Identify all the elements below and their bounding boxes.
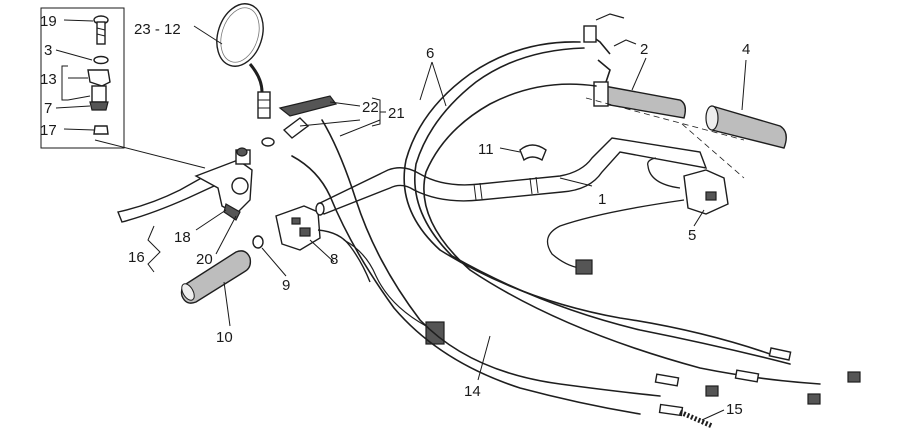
brake-lever-assembly [117,147,253,223]
callout-9: 9 [282,277,290,294]
callout-17: 17 [40,122,57,139]
throttle-sleeve-part [583,13,687,119]
callout-leaders [147,25,747,421]
callout-labels: 1 2 3 4 5 6 7 8 9 10 11 23 - 12 13 14 15… [40,13,750,418]
callout-2: 2 [640,41,648,58]
callout-18: 18 [174,229,191,246]
clamp-bracket-part [87,69,111,111]
nut-part [93,125,109,135]
callout-13: 13 [40,71,57,88]
washer-part [93,55,109,65]
inset-detail-box [40,7,125,149]
callout-23-12: 23 - 12 [134,21,181,38]
left-switch-part [275,205,371,283]
right-switch-part [546,157,729,275]
choke-lever-part [261,95,338,147]
callout-14: 14 [464,383,481,400]
callout-10: 10 [216,329,233,346]
left-grip-part [180,250,252,304]
callout-20: 20 [196,251,213,268]
callout-6: 6 [426,45,434,62]
callout-1: 1 [598,191,606,208]
callout-22: 22 [362,99,379,116]
callout-4: 4 [742,41,750,58]
callout-3: 3 [44,42,52,59]
cable-clip-part [519,144,547,162]
callout-16: 16 [128,249,145,266]
callout-15: 15 [726,401,743,418]
callout-21: 21 [388,105,405,122]
grip-washer-part [252,235,264,249]
cables-group [291,41,861,429]
screw-part [93,15,109,45]
callout-8: 8 [330,251,338,268]
handlebar-part [315,137,708,216]
callout-5: 5 [688,227,696,244]
callout-11: 11 [478,141,494,158]
mirror-part [216,3,271,119]
right-grip-part [705,105,787,149]
callout-7: 7 [44,100,52,117]
callout-19: 19 [40,13,57,30]
